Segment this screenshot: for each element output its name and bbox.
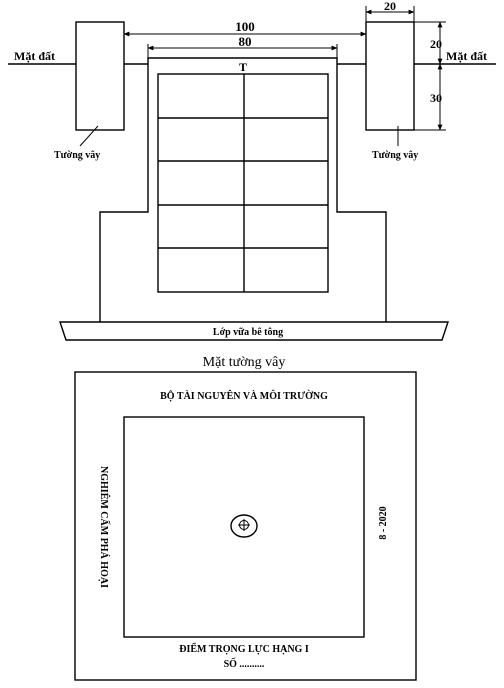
- dim-label-100: 100: [235, 19, 255, 34]
- plan-view: [74, 371, 417, 681]
- plan-bottom-text: ĐIỂM TRỌNG LỰC HẠNG I: [179, 642, 309, 655]
- plan-inner-square: [123, 416, 365, 638]
- plan-texts: BỘ TÀI NGUYÊN VÀ MÔI TRƯỜNG NGHIÊM CẤM P…: [98, 389, 389, 670]
- dim-label-80: 80: [239, 34, 252, 49]
- section-view: [8, 21, 496, 341]
- concrete-base: [59, 321, 449, 341]
- plan-left-text: NGHIÊM CẤM PHÁ HOẠI: [98, 466, 111, 588]
- marker-body-outline: [99, 57, 387, 322]
- ground-label-right: Mặt đất: [446, 49, 487, 63]
- fence-wall-left: [75, 21, 125, 131]
- fence-wall-label-left: Tường vây: [54, 150, 100, 161]
- ground-label-left: Mặt đất: [14, 49, 55, 63]
- center-mark-circle: [230, 514, 258, 538]
- plan-number-text: SỐ ..........: [224, 657, 265, 670]
- fence-wall-label-right: Tường vây: [372, 150, 418, 161]
- dim-label-20-side: 20: [430, 37, 442, 51]
- dim-label-20-top: 20: [384, 0, 396, 13]
- leader-left: [79, 125, 99, 147]
- plan-right-text: 8 - 2020: [378, 506, 389, 539]
- fence-wall-right: [365, 21, 415, 131]
- plan-top-text: BỘ TÀI NGUYÊN VÀ MÔI TRƯỜNG: [160, 389, 328, 402]
- section-texts: Mặt đất Mặt đất 100 80 20 20 30 T Tường …: [14, 0, 487, 338]
- concrete-layer-label: Lớp vữa bê tông: [213, 327, 283, 338]
- plan-view-title: Mặt tường vây: [203, 355, 286, 370]
- marker-grid: [157, 73, 329, 293]
- plan-outer-square: [74, 371, 417, 681]
- marker-letter: T: [239, 60, 247, 74]
- dim-label-30-side: 30: [430, 91, 442, 105]
- dimension-lines: [79, 6, 446, 147]
